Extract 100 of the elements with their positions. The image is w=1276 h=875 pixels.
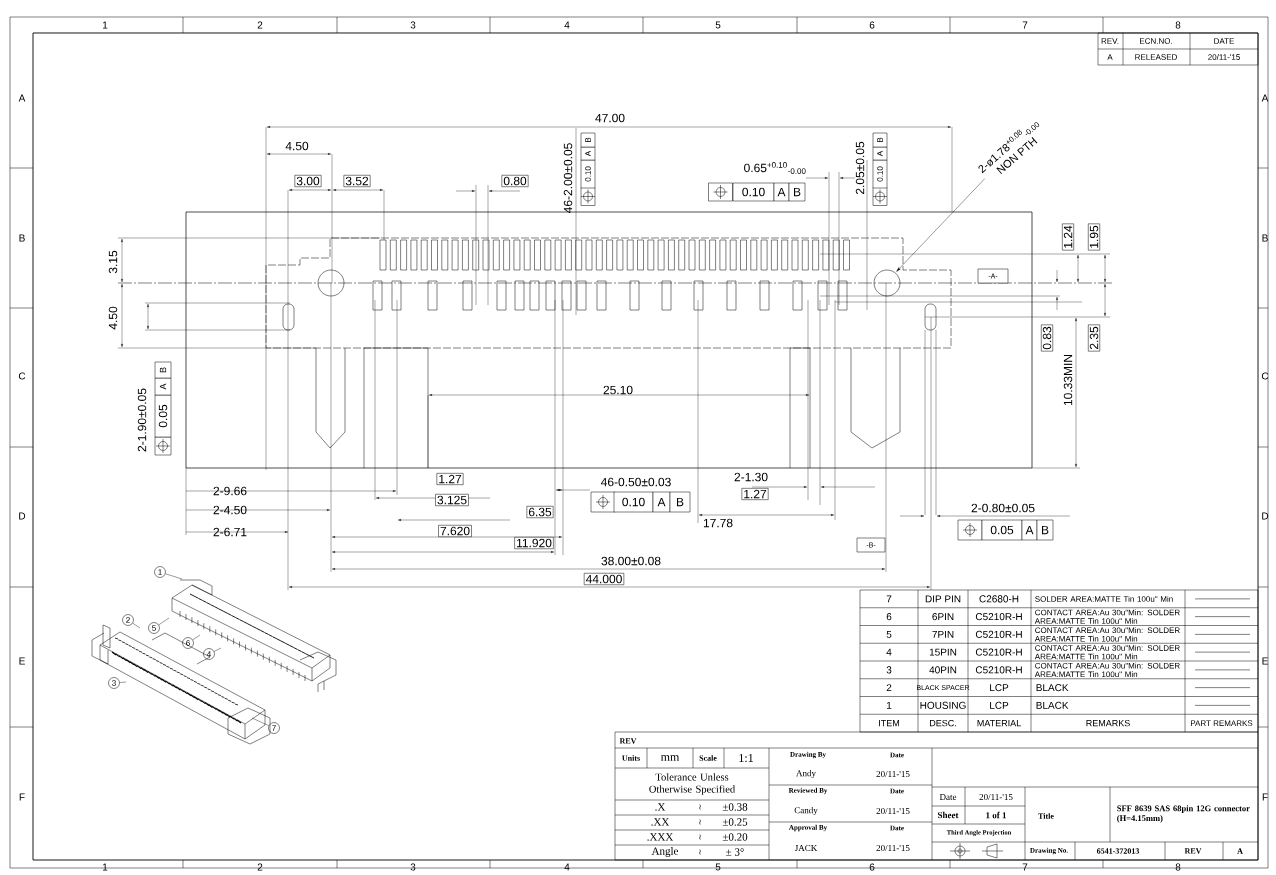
- table-cell: ≀: [699, 804, 701, 810]
- table-cell: Scale: [699, 755, 717, 761]
- zone-number: 3: [410, 21, 416, 29]
- basic-dimension: 2.35: [1088, 324, 1100, 352]
- table-cell: Units: [622, 755, 640, 761]
- table-cell: 1: [887, 701, 892, 709]
- revision-table-cell: ECN.NO.: [1140, 38, 1172, 44]
- table-cell: CONTACT AREA:Au 30u"Min: SOLDER AREA:MATTE Tin 100u" Min: [1034, 609, 1180, 624]
- table-cell: C2680-H: [979, 595, 1019, 603]
- callout-number: 4: [203, 648, 215, 660]
- table-cell: JACK: [794, 845, 818, 852]
- table-cell: 20/11-'15: [876, 807, 910, 815]
- table-cell: Sheet: [938, 811, 959, 819]
- zone-number: 8: [1175, 21, 1181, 29]
- zone-number: 1: [103, 863, 108, 871]
- leader-line: [132, 623, 141, 629]
- table-cell: Date: [939, 794, 957, 800]
- zone-letter: B: [19, 234, 25, 242]
- table-cell: 40PIN: [929, 666, 957, 674]
- table-cell: 15PIN: [929, 648, 957, 656]
- table-header: MATERIAL: [977, 720, 1021, 727]
- basic-dimension: 3.125: [435, 494, 469, 506]
- dimension-text: 3.15: [108, 250, 118, 274]
- table-cell: 6: [886, 613, 892, 621]
- table-cell: C5210R-H: [975, 648, 1022, 656]
- dimension-text: 2-6.71: [213, 527, 247, 537]
- dimension-text: 2-0.80±0.05: [971, 503, 1035, 513]
- table-cell: ± 3°: [726, 848, 744, 856]
- dimension-text: 46-0.50±0.03: [600, 477, 671, 487]
- table-cell: .XXX: [647, 833, 674, 841]
- zone-number: 1: [103, 21, 108, 29]
- basic-dimension: 1.27: [436, 473, 464, 485]
- dimension-text: 38.00±0.08: [601, 556, 661, 566]
- tolerance-frame-cell: B: [154, 361, 172, 379]
- dimension-text: 17.78: [703, 518, 733, 528]
- basic-dimension: 1.27: [741, 488, 769, 500]
- table-cell: 1:1: [739, 753, 753, 763]
- basic-dimension: 0.83: [1041, 324, 1053, 352]
- table-cell: 7: [886, 595, 892, 603]
- table-cell: Candy: [794, 806, 818, 816]
- revision-table-cell: A: [1107, 54, 1113, 60]
- tolerance-frame-cell: B: [872, 132, 888, 148]
- leader-line: [896, 178, 986, 272]
- table-header: DESC.: [930, 719, 956, 727]
- basic-dimension: 6.35: [526, 506, 554, 518]
- revision-table-cell: DATE: [1214, 38, 1235, 44]
- table-cell: LCP: [990, 701, 1009, 709]
- zone-letter: E: [19, 657, 25, 665]
- table-cell: DIP PIN: [925, 595, 961, 603]
- table-cell: CONTACT AREA:Au 30u"Min: SOLDER AREA:MATTE Tin 100u" Min: [1034, 644, 1180, 660]
- table-cell: A: [1237, 848, 1243, 854]
- leader-line: [192, 634, 201, 641]
- table-cell: ±0.38: [722, 803, 748, 811]
- dimension-text: 2.05±0.05: [855, 141, 865, 195]
- tolerance-frame-cell: B: [788, 182, 806, 202]
- zone-number: 2: [257, 863, 263, 871]
- table-cell: Andy: [796, 769, 816, 779]
- basic-dimension: 1.95: [1088, 223, 1100, 251]
- callout-number: 1: [154, 566, 166, 578]
- zone-letter: C: [1261, 372, 1269, 380]
- table-cell: Tolerance Unless Otherwise Specified: [649, 773, 736, 795]
- tolerance-frame-cell: B: [669, 491, 691, 513]
- table-cell: SOLDER AREA:MATTE Tin 100u" Min: [1035, 595, 1173, 602]
- table-header: PART REMARKS: [1191, 720, 1253, 726]
- table-cell: 2: [886, 684, 892, 692]
- table-cell: Angle: [651, 847, 679, 857]
- table-cell: ≀: [699, 849, 701, 855]
- revision-table-cell: 20/11-'15: [1208, 54, 1240, 60]
- table-cell: C5210R-H: [975, 630, 1022, 638]
- table-cell: 6PIN: [932, 613, 954, 621]
- zone-number: 4: [564, 863, 570, 871]
- dimension-text: 46-2.00±0.05: [563, 143, 573, 214]
- zone-number: 8: [1175, 863, 1181, 871]
- zone-letter: E: [1262, 657, 1268, 665]
- zone-letter: D: [19, 512, 26, 520]
- basic-dimension: 1.24: [1062, 223, 1074, 251]
- zone-number: 7: [1022, 21, 1028, 29]
- zone-number: 7: [1022, 863, 1028, 871]
- table-cell: ≀: [699, 819, 701, 825]
- table-cell: C5210R-H: [975, 613, 1022, 621]
- basic-dimension: 7.620: [438, 525, 472, 537]
- zone-letter: D: [1262, 512, 1269, 520]
- zone-number: 5: [715, 863, 721, 871]
- table-cell: 20/11-'15: [876, 844, 910, 852]
- dimension-text: 47.00: [595, 113, 625, 123]
- table-cell: 3: [886, 666, 892, 674]
- zone-number: 3: [410, 863, 416, 871]
- table-cell: ≀: [699, 834, 701, 840]
- zone-letter: F: [1262, 793, 1268, 801]
- table-cell: 20/11-'15: [876, 770, 910, 778]
- zone-letter: C: [18, 372, 26, 380]
- dimension-text: 4.50: [108, 306, 118, 330]
- table-cell: CONTACT AREA:Au 30u"Min: SOLDER AREA:MATTE Tin 100u" Min: [1034, 662, 1180, 678]
- callout-number: 7: [268, 722, 280, 734]
- callout-number: 3: [108, 677, 120, 689]
- zone-number: 6: [869, 21, 875, 29]
- table-cell: Title: [1038, 813, 1054, 819]
- table-cell: 6541-372013: [1096, 848, 1140, 854]
- leader-line: [251, 717, 269, 726]
- callout-number: 2: [122, 614, 134, 626]
